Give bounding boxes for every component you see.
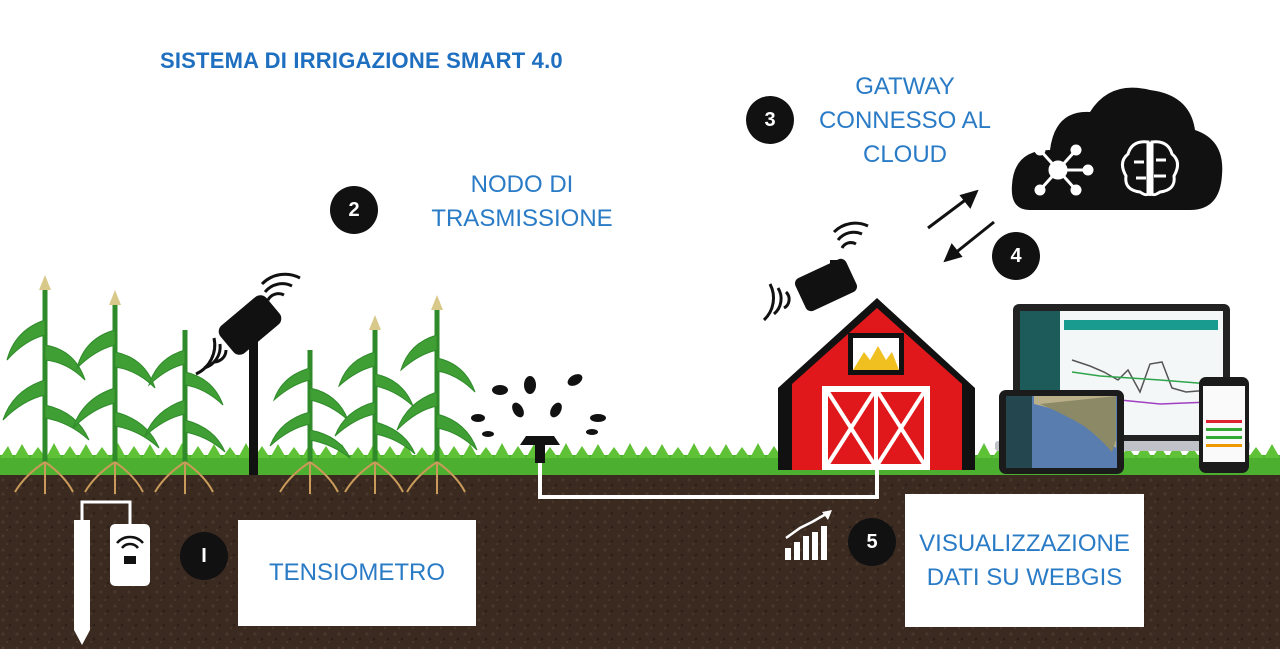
tablet-icon: [999, 390, 1124, 474]
step-5-label-box: VISUALIZZAZIONE DATI SU WEBGIS: [905, 494, 1144, 627]
brain-icon: [1121, 140, 1179, 197]
cloud-icon: [1011, 87, 1223, 210]
barn-icon: [778, 298, 975, 470]
step-5-label-line-1: VISUALIZZAZIONE: [919, 529, 1130, 557]
transmission-node-icon: [195, 272, 301, 475]
page-title: SISTEMA DI IRRIGAZIONE SMART 4.0: [160, 48, 563, 73]
step-1-label: TENSIOMETRO: [268, 559, 445, 586]
step-badge-5: 5: [848, 518, 896, 566]
step-badge-1: I: [180, 532, 228, 580]
phone-icon: [1199, 377, 1249, 473]
corn-plant-icon: [2, 275, 478, 494]
step-3-label: GATWAY CONNESSO AL CLOUD: [800, 70, 1010, 172]
step-2-label: NODO DI TRASMISSIONE: [420, 168, 624, 236]
step-2-label-line-2: TRASMISSIONE: [431, 205, 613, 232]
step-3-label-line-2: CONNESSO AL: [818, 107, 992, 134]
tensiometer-icon: [74, 500, 150, 645]
step-3-label-line-1: GATWAY: [855, 73, 955, 100]
step-badge-4: 4: [992, 232, 1040, 280]
network-icon: [1034, 144, 1094, 196]
step-badge-3: 3: [746, 96, 794, 144]
growth-chart-icon: [785, 510, 832, 560]
step-2-label-line-1: NODO DI: [470, 171, 574, 198]
sprinkler-icon: [471, 374, 606, 463]
gateway-icon: [762, 221, 869, 322]
step-1-label-box: TENSIOMETRO: [238, 520, 476, 626]
step-badge-2: 2: [330, 186, 378, 234]
exchange-arrows-icon: [927, 189, 995, 263]
irrigation-pipe: [538, 460, 879, 499]
step-5-label-line-2: DATI SU WEBGIS: [926, 563, 1123, 591]
step-3-label-line-3: CLOUD: [862, 141, 947, 168]
